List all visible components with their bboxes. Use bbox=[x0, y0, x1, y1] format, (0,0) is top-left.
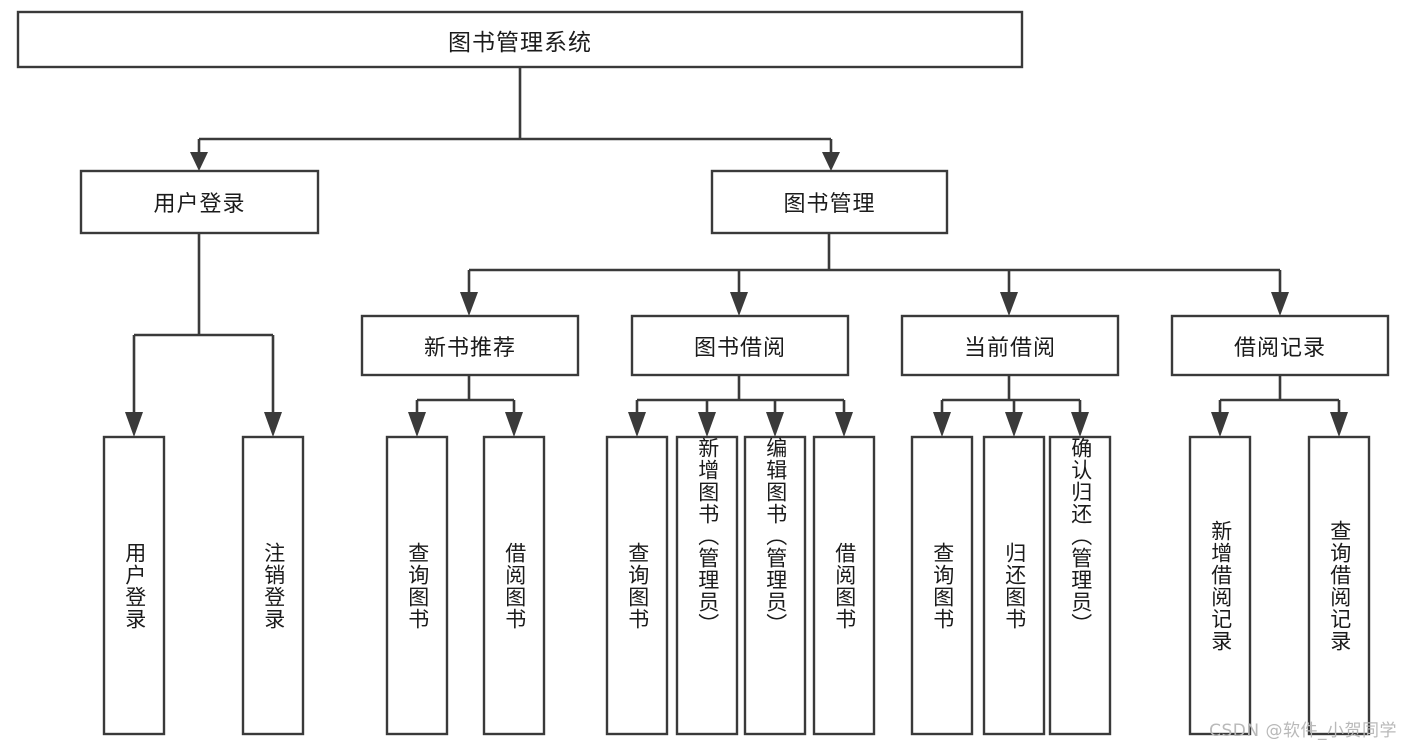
node-book-borrow[interactable] bbox=[630, 314, 850, 377]
arrowhead-leaf-query-book-2 bbox=[628, 412, 646, 437]
arrowhead-book-manage bbox=[822, 152, 840, 171]
connector-bookmanage-bus bbox=[467, 233, 1282, 300]
arrowhead-new-book-recommend bbox=[460, 292, 478, 316]
connector-borrowrecord-bus bbox=[1218, 375, 1341, 420]
node-leaf-query-book-2[interactable] bbox=[605, 435, 669, 736]
node-leaf-add-book[interactable] bbox=[675, 435, 739, 736]
node-user-login[interactable] bbox=[79, 169, 320, 235]
arrowhead-current-borrow bbox=[1000, 292, 1018, 316]
node-leaf-borrow-book-2[interactable] bbox=[812, 435, 876, 736]
node-leaf-user-login[interactable] bbox=[102, 435, 166, 736]
connector-root-to-level2 bbox=[197, 67, 833, 160]
arrowhead-leaf-confirm-return bbox=[1071, 412, 1089, 437]
arrowhead-leaf-return-book bbox=[1005, 412, 1023, 437]
connector-layer bbox=[125, 67, 1348, 437]
csdn-watermark: CSDN @软件_小贺同学 bbox=[1209, 721, 1397, 741]
node-leaf-query-book-3[interactable] bbox=[910, 435, 974, 736]
arrowhead-leaf-add-record bbox=[1211, 412, 1229, 437]
node-leaf-query-record[interactable] bbox=[1307, 435, 1371, 736]
node-borrow-record[interactable] bbox=[1170, 314, 1390, 377]
node-leaf-edit-book[interactable] bbox=[743, 435, 807, 736]
arrowhead-leaf-borrow-book-2 bbox=[835, 412, 853, 437]
connector-currentborrow-bus bbox=[940, 375, 1082, 420]
arrowhead-borrow-record bbox=[1271, 292, 1289, 316]
arrowhead-leaf-query-book-3 bbox=[933, 412, 951, 437]
node-new-book-recommend[interactable] bbox=[360, 314, 580, 377]
node-leaf-user-logout[interactable] bbox=[241, 435, 305, 736]
arrowhead-leaf-query-book-1 bbox=[408, 412, 426, 437]
node-book-manage[interactable] bbox=[710, 169, 949, 235]
arrowhead-leaf-borrow-book-1 bbox=[505, 412, 523, 437]
node-leaf-query-book-1[interactable] bbox=[385, 435, 449, 736]
node-leaf-add-record[interactable] bbox=[1188, 435, 1252, 736]
node-leaf-borrow-book-1[interactable] bbox=[482, 435, 546, 736]
arrowhead-leaf-edit-book bbox=[766, 412, 784, 437]
connector-bookborrow-bus bbox=[635, 375, 846, 420]
connector-newbook-bus bbox=[415, 375, 516, 420]
arrowhead-user-login bbox=[190, 152, 208, 171]
arrowhead-leaf-query-record bbox=[1330, 412, 1348, 437]
arrowhead-leaf-user-login bbox=[125, 412, 143, 437]
node-leaf-confirm-return[interactable] bbox=[1048, 435, 1112, 736]
node-current-borrow[interactable] bbox=[900, 314, 1120, 377]
connector-userlogin-bus bbox=[132, 233, 275, 420]
arrowhead-book-borrow bbox=[730, 292, 748, 316]
node-root[interactable] bbox=[16, 10, 1024, 69]
node-box-layer bbox=[16, 10, 1390, 736]
arrowhead-leaf-add-book bbox=[698, 412, 716, 437]
node-leaf-return-book[interactable] bbox=[982, 435, 1046, 736]
arrowhead-leaf-user-logout bbox=[264, 412, 282, 437]
